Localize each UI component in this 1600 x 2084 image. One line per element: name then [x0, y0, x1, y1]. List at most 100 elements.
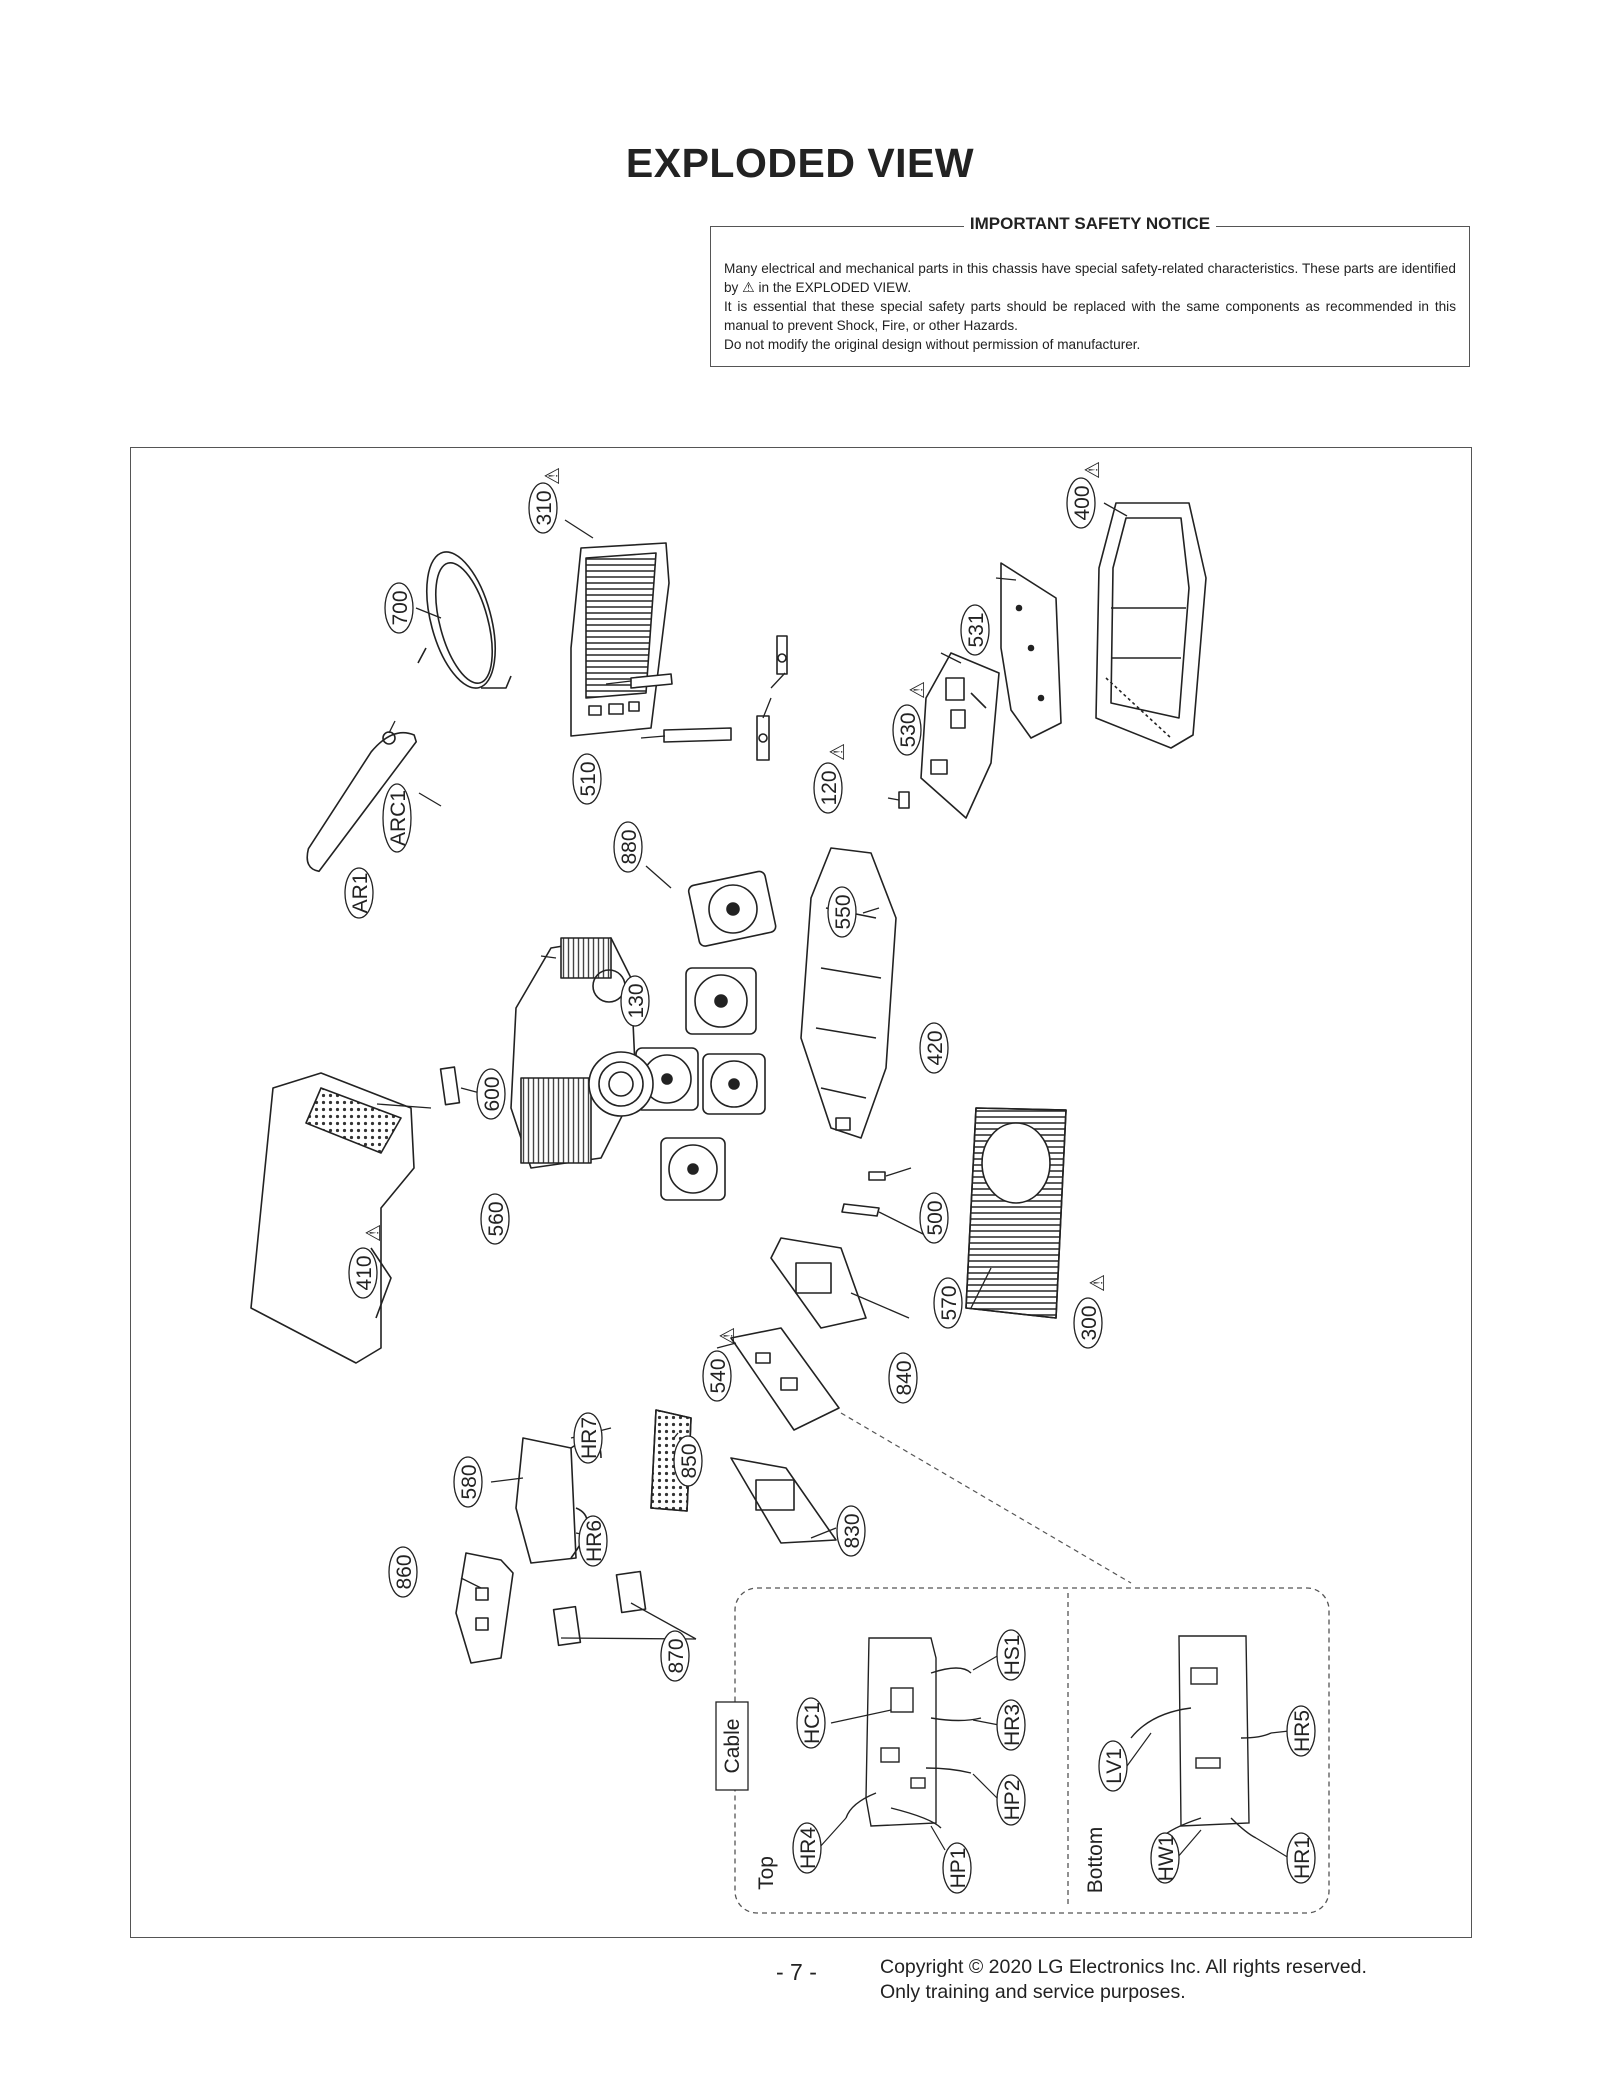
label-hr3: HR3 — [996, 1699, 1026, 1751]
safety-warning-icon: ⚠ — [542, 467, 564, 485]
part-531-shield-plate — [1000, 562, 1062, 739]
svg-text:HR7: HR7 — [578, 1417, 601, 1459]
label-420: 420 — [919, 1022, 949, 1074]
svg-text:HP2: HP2 — [1001, 1780, 1024, 1821]
part-410-cover — [250, 1072, 415, 1364]
top-view-label: Top — [755, 1856, 778, 1890]
part-500-board — [868, 1171, 886, 1181]
part-700-power-cable — [417, 551, 512, 689]
notice-line-3: Do not modify the original design withou… — [724, 337, 1141, 352]
part-850-shield — [650, 1409, 692, 1512]
label-130: 130 — [620, 975, 650, 1027]
svg-text:530: 530 — [897, 712, 920, 747]
part-530-main-board — [920, 652, 1000, 819]
svg-text:600: 600 — [481, 1076, 504, 1111]
inset-connector-line — [840, 1412, 1132, 1584]
label-850: 850 — [673, 1435, 703, 1487]
part-870-pads — [552, 1570, 647, 1647]
svg-text:HR1: HR1 — [1291, 1837, 1314, 1879]
footer-copyright: Copyright © 2020 LG Electronics Inc. All… — [880, 1955, 1367, 2005]
label-hp2: HP2 — [996, 1774, 1026, 1826]
svg-text:HR3: HR3 — [1001, 1704, 1024, 1746]
svg-text:550: 550 — [832, 894, 855, 929]
svg-text:ARC1: ARC1 — [387, 790, 410, 846]
svg-text:500: 500 — [924, 1200, 947, 1235]
label-410: 410 — [348, 1247, 378, 1299]
svg-text:700: 700 — [389, 590, 412, 625]
part-550-component — [898, 791, 910, 809]
svg-text:AR1: AR1 — [349, 873, 372, 914]
label-500: 500 — [919, 1192, 949, 1244]
safety-warning-icon: ⚠ — [742, 279, 755, 295]
label-hr5: HR5 — [1286, 1705, 1316, 1757]
label-600: 600 — [476, 1068, 506, 1120]
svg-text:HW1: HW1 — [1155, 1835, 1178, 1882]
cable-label-box: Cable — [715, 1701, 749, 1791]
bottom-board-drawing — [1130, 1635, 1272, 1839]
part-labels: 310 400 700 531 530 510 120 ARC1 880 AR1… — [344, 477, 1103, 1682]
safety-warning-icon: ⚠ — [827, 743, 849, 761]
safety-warning-icon: ⚠ — [1087, 1274, 1109, 1292]
usage-line: Only training and service purposes. — [880, 1981, 1186, 2003]
svg-text:300: 300 — [1078, 1305, 1101, 1340]
label-880: 880 — [613, 821, 643, 873]
safety-warning-icon: ⚠ — [363, 1224, 385, 1242]
svg-text:850: 850 — [678, 1443, 701, 1478]
part-570-board — [841, 1203, 880, 1217]
label-550: 550 — [827, 886, 857, 938]
svg-text:580: 580 — [458, 1464, 481, 1499]
label-arc1: ARC1 — [382, 783, 412, 853]
label-lv1: LV1 — [1098, 1740, 1128, 1792]
label-570: 570 — [933, 1277, 963, 1329]
label-hp1: HP1 — [942, 1842, 972, 1894]
label-870: 870 — [660, 1630, 690, 1682]
safety-warning-icon: ⚠ — [1082, 461, 1104, 479]
part-830-plate — [730, 1457, 837, 1544]
label-540: 540 — [702, 1350, 732, 1402]
part-310-rear-grille — [570, 542, 670, 737]
label-hr4: HR4 — [792, 1822, 822, 1874]
part-510-board — [630, 673, 673, 689]
label-530: 530 — [892, 704, 922, 756]
safety-notice-box: IMPORTANT SAFETY NOTICE Many electrical … — [710, 214, 1470, 367]
label-hc1: HC1 — [796, 1697, 826, 1749]
part-540-board — [730, 1327, 840, 1431]
svg-text:400: 400 — [1071, 485, 1094, 520]
label-700: 700 — [384, 582, 414, 634]
svg-text:HR5: HR5 — [1291, 1710, 1314, 1752]
svg-text:860: 860 — [393, 1554, 416, 1589]
svg-text:540: 540 — [707, 1358, 730, 1393]
notice-line-1: Many electrical and mechanical parts in … — [724, 261, 1456, 295]
label-310: 310 — [528, 482, 558, 534]
label-ar1: AR1 — [344, 867, 374, 919]
page-title: EXPLODED VIEW — [625, 140, 975, 186]
part-580-board — [515, 1437, 602, 1564]
svg-text:HP1: HP1 — [947, 1848, 970, 1889]
copyright-line: Copyright © 2020 LG Electronics Inc. All… — [880, 1956, 1367, 1978]
svg-text:510: 510 — [577, 761, 600, 796]
svg-text:840: 840 — [893, 1360, 916, 1395]
notice-line-2: It is essential that these special safet… — [724, 299, 1456, 333]
cable-inset: Cable Top Bottom — [715, 1587, 1330, 1914]
part-880-board — [663, 727, 732, 743]
svg-text:880: 880 — [618, 829, 641, 864]
label-300: 300 — [1073, 1297, 1103, 1349]
label-400: 400 — [1066, 477, 1096, 529]
exploded-view-svg: 310 400 700 531 530 510 120 ARC1 880 AR1… — [250, 461, 1330, 1914]
label-hr1: HR1 — [1286, 1832, 1316, 1884]
page-number: - 7 - — [776, 1959, 817, 1985]
part-400-top-frame — [1095, 502, 1207, 749]
inset-labels: HS1 HC1 HR3 HP2 HR4 HP1 LV1 HR5 HW1 HR1 — [792, 1629, 1316, 1894]
notice-line-1-suffix: in the EXPLODED VIEW. — [758, 280, 912, 295]
svg-text:120: 120 — [818, 770, 841, 805]
label-580: 580 — [453, 1456, 483, 1508]
svg-text:410: 410 — [353, 1255, 376, 1290]
label-310-text: 310 — [533, 490, 556, 525]
safety-notice-body: Many electrical and mechanical parts in … — [724, 259, 1456, 354]
svg-text:570: 570 — [938, 1285, 961, 1320]
label-830: 830 — [836, 1505, 866, 1557]
svg-text:HC1: HC1 — [801, 1702, 824, 1744]
part-120-switches — [756, 635, 788, 761]
part-300-front-grille — [965, 1107, 1067, 1319]
svg-text:HR4: HR4 — [797, 1827, 820, 1869]
